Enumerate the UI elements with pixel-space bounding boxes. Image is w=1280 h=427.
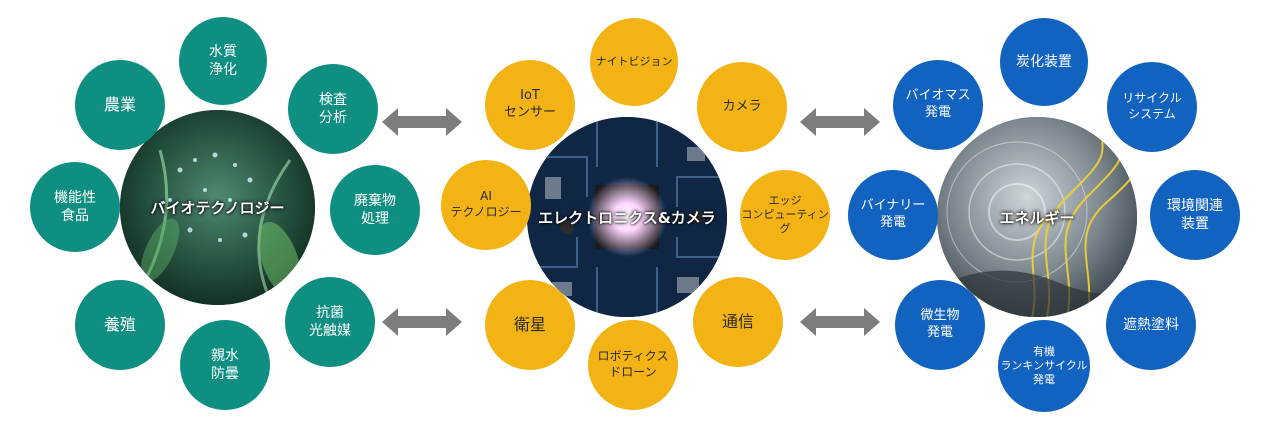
elec-node-robotics-drone: ロボティクス ドローン <box>588 320 678 410</box>
double-arrow-icon <box>800 308 880 336</box>
bio-node-hydrophilic-antifog: 親水 防曇 <box>180 320 270 410</box>
elec-node-night-vision: ナイトビジョン <box>590 18 678 106</box>
energy-node-organic-rankine-power: 有機 ランキンサイクル 発電 <box>998 320 1090 412</box>
double-arrow-icon <box>382 308 462 336</box>
energy-node-binary-power: バイナリー 発電 <box>848 170 938 260</box>
energy-node-environmental-equipment: 環境関連 装置 <box>1150 170 1240 260</box>
energy-node-biomass-power: バイオマス 発電 <box>893 60 983 150</box>
energy-node-microbial-power: 微生物 発電 <box>895 280 985 370</box>
elec-node-satellite: 衛星 <box>485 280 575 370</box>
elec-node-iot-sensor: IoT センサー <box>485 60 575 150</box>
double-arrow-icon <box>800 108 880 136</box>
elec-node-camera: カメラ <box>697 62 787 152</box>
elec-hub-label: エレクトロニクス&カメラ <box>538 208 716 227</box>
elec-node-communication: 通信 <box>693 277 783 367</box>
bio-hub-label: バイオテクノロジー <box>150 199 285 217</box>
bio-node-waste-treatment: 廃棄物 処理 <box>330 165 420 255</box>
energy-node-carbonization-device: 炭化装置 <box>1000 18 1088 106</box>
elec-node-ai-technology: AI テクノロジー <box>441 160 531 250</box>
double-arrow-icon <box>382 108 462 136</box>
energy-hub-label: エネルギー <box>999 208 1075 227</box>
bio-hub: バイオテクノロジー <box>120 110 315 305</box>
bio-node-antibacterial-photocatalyst: 抗菌 光触媒 <box>285 277 375 367</box>
energy-hub: エネルギー <box>937 117 1137 317</box>
bio-node-water-purification: 水質 浄化 <box>179 17 267 105</box>
bio-node-agriculture: 農業 <box>75 60 165 150</box>
bio-node-inspection-analysis: 検査 分析 <box>288 64 378 154</box>
bio-node-functional-food: 機能性 食品 <box>30 162 120 252</box>
energy-hub-image <box>937 117 1137 317</box>
energy-node-heat-shield-paint: 遮熱塗料 <box>1106 280 1196 370</box>
elec-hub: エレクトロニクス&カメラ <box>527 117 727 317</box>
bio-node-aquaculture: 養殖 <box>75 280 165 370</box>
bio-hub-image <box>120 110 315 305</box>
energy-node-recycling-system: リサイクル システム <box>1107 62 1197 152</box>
elec-node-edge-computing: エッジ コンピューティング <box>740 170 830 260</box>
elec-hub-image <box>527 117 727 317</box>
